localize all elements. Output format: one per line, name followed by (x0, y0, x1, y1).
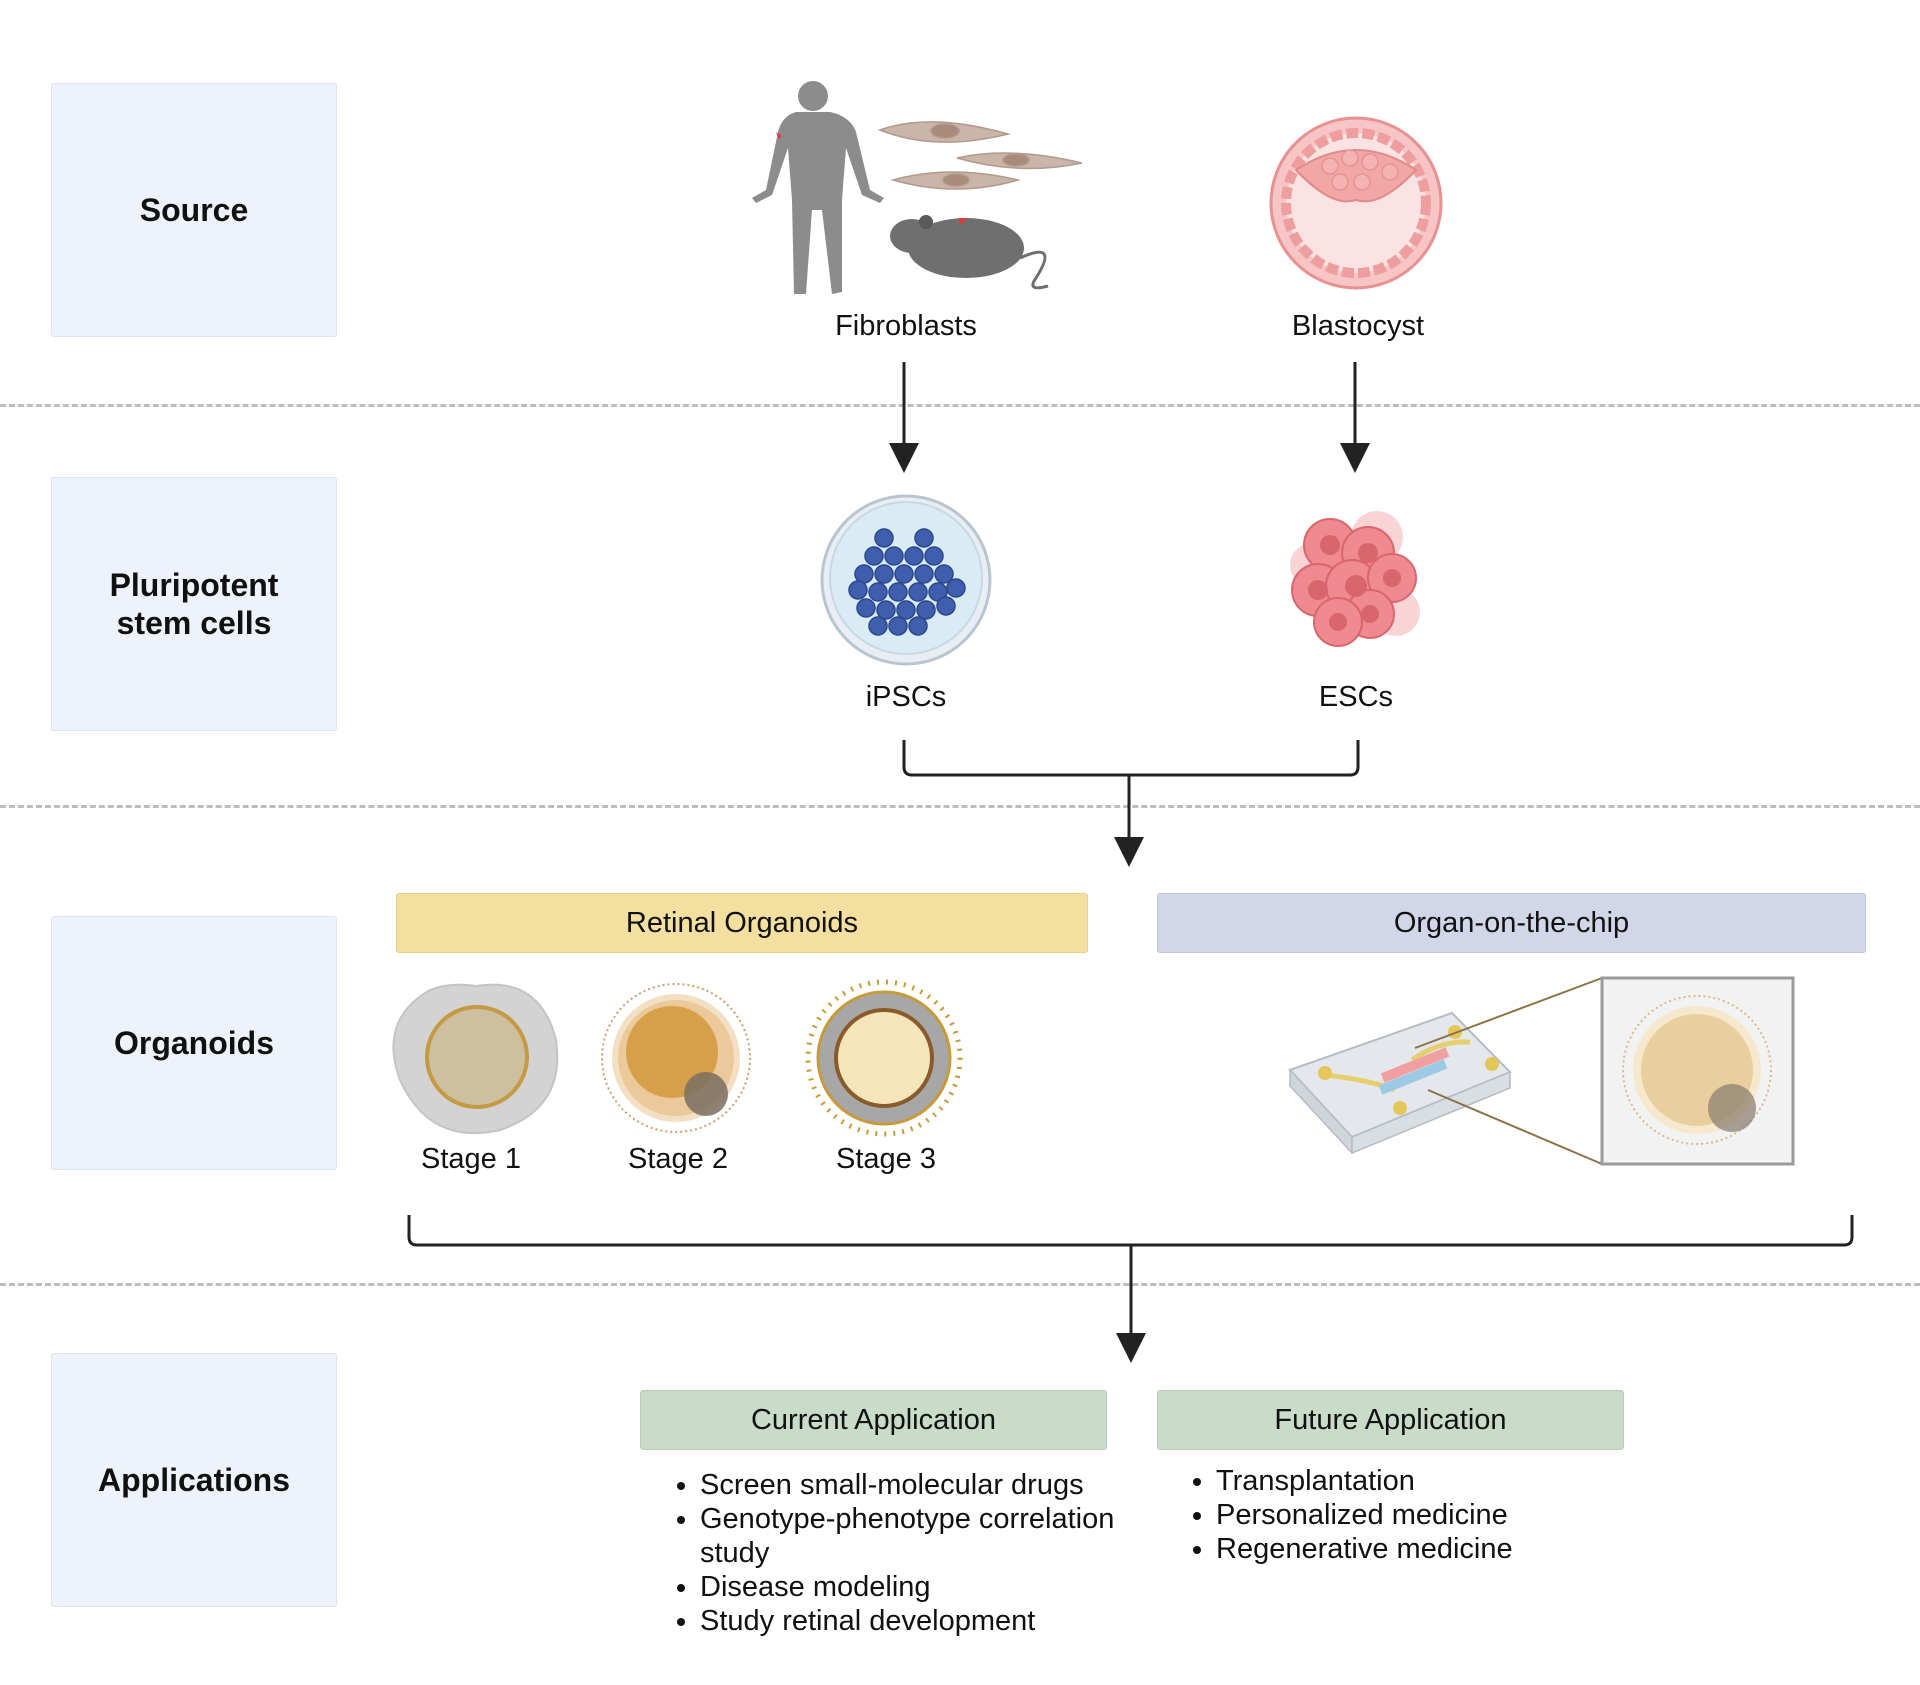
retinal-organoids-header: Retinal Organoids (396, 893, 1088, 953)
future-application-item: Transplantation (1216, 1464, 1676, 1498)
future-application-item: Personalized medicine (1216, 1498, 1676, 1532)
stage-2-organoid-icon (601, 983, 751, 1133)
stage-1-label: Stage 1 (421, 1143, 521, 1175)
divider-1 (0, 404, 1920, 407)
current-application-item: Study retinal development (700, 1604, 1180, 1638)
bracket-organoids (407, 1215, 1854, 1247)
organ-chip-device-icon (1288, 977, 1603, 1165)
row-label-source: Source (51, 83, 337, 337)
ipscs-label: iPSCs (865, 681, 947, 713)
future-application-item: Regenerative medicine (1216, 1532, 1676, 1566)
current-application-header-text: Current Application (750, 1403, 997, 1436)
bracket-stem-cells (902, 740, 1360, 777)
future-application-list: Transplantation Personalized medicine Re… (1152, 1464, 1676, 1566)
human-figure-icon (752, 81, 884, 294)
organ-on-chip-header: Organ-on-the-chip (1157, 893, 1866, 953)
blastocyst-icon (1269, 116, 1443, 290)
current-application-header: Current Application (640, 1390, 1107, 1450)
row-label-pluripotent: Pluripotent stem cells (51, 477, 337, 731)
row-label-organoids: Organoids (51, 916, 337, 1170)
organ-on-chip-header-text: Organ-on-the-chip (1393, 906, 1630, 939)
esc-cluster-icon (1290, 511, 1420, 647)
row-label-applications-text: Applications (97, 1462, 290, 1498)
future-application-header: Future Application (1157, 1390, 1624, 1450)
escs-label: ESCs (1318, 681, 1394, 713)
stage-3-organoid-icon (805, 979, 963, 1137)
mouse-icon (890, 215, 1049, 290)
current-application-item: Disease modeling (700, 1570, 1180, 1604)
stage-2-label: Stage 2 (628, 1143, 728, 1175)
row-label-pluripotent-text: Pluripotent stem cells (109, 567, 279, 641)
future-application-header-text: Future Application (1274, 1403, 1507, 1436)
divider-3 (0, 1283, 1920, 1286)
row-label-applications: Applications (51, 1353, 337, 1607)
retinal-organoids-header-text: Retinal Organoids (625, 906, 859, 939)
divider-2 (0, 805, 1920, 808)
row-label-organoids-text: Organoids (113, 1025, 274, 1061)
row-label-source-text: Source (139, 192, 249, 228)
current-application-item: Screen small-molecular drugs (700, 1468, 1180, 1502)
current-application-item: Genotype-phenotype correlation study (700, 1502, 1180, 1570)
current-application-list: Screen small-molecular drugs Genotype-ph… (636, 1468, 1180, 1638)
blastocyst-label: Blastocyst (1291, 310, 1425, 342)
ipsc-dish-icon (820, 494, 992, 666)
fibroblast-cells-icon (877, 121, 1083, 190)
stage-1-organoid-icon (392, 983, 559, 1135)
stage-3-label: Stage 3 (836, 1143, 936, 1175)
chip-zoom-box (1600, 976, 1795, 1166)
fibroblasts-label: Fibroblasts (835, 310, 977, 342)
